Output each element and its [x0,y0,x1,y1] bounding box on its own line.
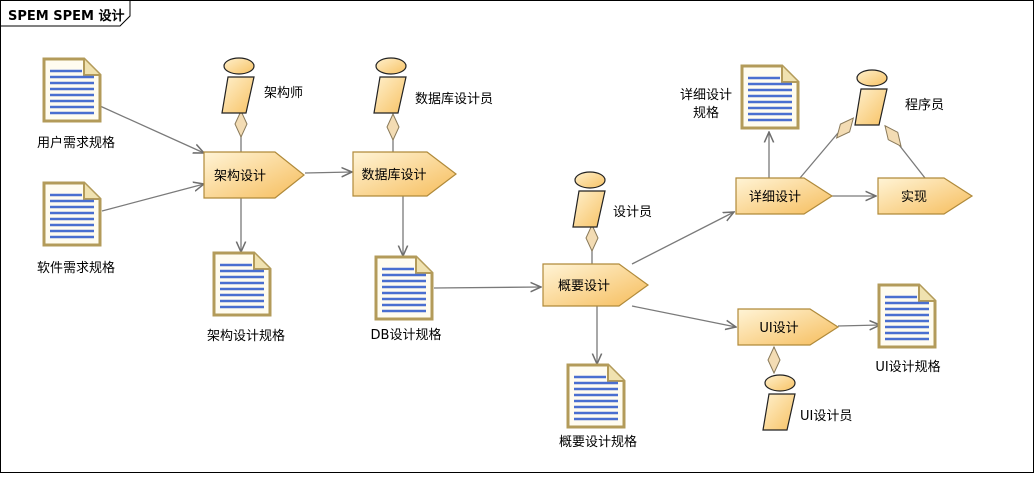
activity-ui-design[interactable]: UI设计 [737,308,840,346]
role-icon [854,69,888,126]
activity-overview-design-label: 概要设计 [558,279,610,294]
role-db-designer[interactable]: 数据库设计员 [373,57,493,114]
activity-implement-label: 实现 [901,190,927,205]
doc-icon [212,251,272,317]
role-db-designer-label: 数据库设计员 [415,91,493,107]
doc-icon [374,255,434,321]
role-designer-label: 设计员 [613,205,652,220]
activity-arch-design-label: 架构设计 [214,169,266,184]
artifact-ui-spec[interactable]: UI设计规格 [875,359,940,375]
doc-icon [566,363,626,429]
artifact-detail-spec-line1[interactable]: 详细设计 [680,88,732,103]
link-programmer-implement [895,140,926,179]
activity-detail-design-label: 详细设计 [749,190,801,205]
artifact-db-spec[interactable]: DB设计规格 [371,327,442,343]
frame-title: SPEM SPEM 设计 [8,9,125,24]
activity-db-design[interactable]: 数据库设计 [352,151,457,197]
artifact-user-req[interactable]: 用户需求规格 [37,135,115,151]
artifact-arch-spec[interactable]: 架构设计规格 [207,328,285,344]
role-designer[interactable]: 设计员 [572,171,652,228]
link-programmer-detail [799,132,839,179]
link-dbspec-to-overview [433,287,541,288]
performer-diamond [879,121,907,151]
activity-detail-design[interactable]: 详细设计 [735,177,834,215]
performer-diamond [585,224,599,252]
frame-tab [0,0,131,27]
role-architect[interactable]: 架构师 [221,57,303,114]
activity-db-design-label: 数据库设计 [361,167,426,183]
link-ui-to-uispec [837,325,880,326]
role-icon [572,171,606,228]
role-ui-designer[interactable]: UI设计员 [762,374,852,431]
role-programmer[interactable]: 程序员 [854,69,944,126]
role-ui-designer-label: UI设计员 [800,409,852,424]
activity-arch-design[interactable]: 架构设计 [203,151,305,199]
link-archdesign-to-dbdesign [304,172,352,173]
artifact-overview-spec[interactable]: 概要设计规格 [559,434,637,450]
role-icon [373,57,407,114]
artifact-detail-spec-line2[interactable]: 规格 [693,105,719,121]
activity-overview-design[interactable]: 概要设计 [542,263,650,307]
doc-icon [740,64,800,130]
doc-icon [42,57,102,123]
doc-icon [877,283,937,349]
role-programmer-label: 程序员 [905,98,944,113]
activity-implement[interactable]: 实现 [877,177,974,215]
performer-diamond [831,113,859,143]
performer-diamond [234,110,248,138]
activity-ui-design-label: UI设计 [759,321,798,336]
role-icon [221,57,255,114]
link-softreq-to-archdesign [101,184,204,212]
link-overview-to-detail [631,212,734,265]
artifact-software-req[interactable]: 软件需求规格 [37,260,115,276]
role-icon [762,374,796,431]
role-architect-label: 架构师 [264,86,303,101]
performer-diamond [386,113,400,141]
link-userreq-to-archdesign [99,105,204,153]
doc-icon [42,181,102,247]
performer-diamond [767,346,781,374]
link-overview-to-ui [631,305,736,327]
